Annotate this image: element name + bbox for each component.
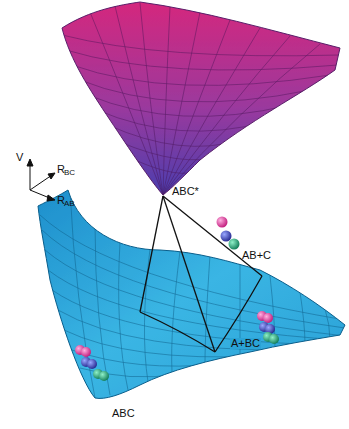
state-label: AB+C: [242, 250, 271, 261]
state-label: ABC*: [172, 186, 199, 197]
axis-label: R: [57, 195, 65, 206]
axis-subscript: AB: [64, 200, 75, 208]
axis-label: V: [16, 152, 23, 163]
state-label: ABC: [112, 408, 135, 419]
axis-subscript: BC: [64, 169, 75, 177]
axis-label: R: [57, 164, 65, 175]
state-label: A+BC: [230, 338, 261, 349]
